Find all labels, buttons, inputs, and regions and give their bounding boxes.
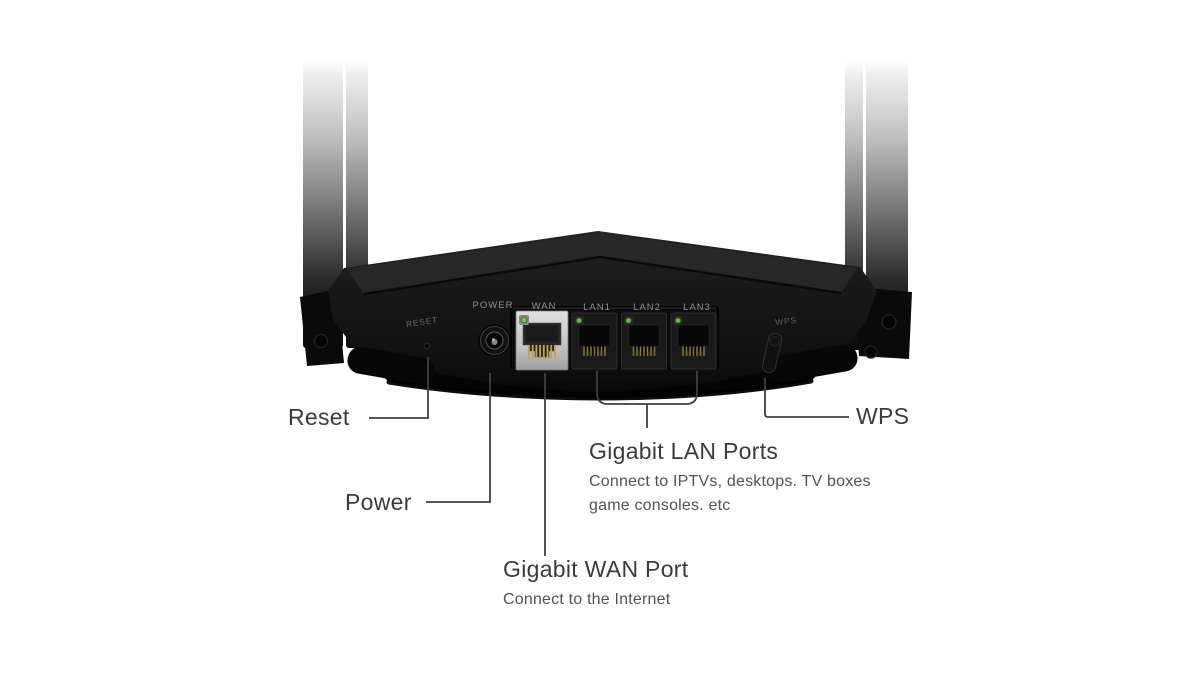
reset-connector-line [369,357,429,419]
wan-callout-desc: Connect to the Internet [503,591,671,608]
power-connector-line [426,373,491,503]
power-jack [478,324,511,357]
lan1-port [571,312,618,370]
panel-label-lan3: LAN3 [683,302,711,313]
wan-callout-title: Gigabit WAN Port [503,556,689,582]
reset-pinhole [423,342,431,350]
wps-callout-label: WPS [856,403,910,429]
wan-port [515,310,569,371]
lan-callout-desc-line1: Connect to IPTVs, desktops. TV boxes [589,473,871,490]
foot-right [768,344,858,383]
panel-label-wan: WAN [531,301,557,312]
foot-left [347,346,435,385]
wps-button [761,332,783,374]
wan-led-indicator [520,316,528,324]
power-callout-label: Power [345,489,412,515]
wps-connector-line [764,378,849,418]
panel-label-lan1: LAN1 [583,302,611,313]
reset-callout-label: Reset [288,404,350,430]
lan-callout-title: Gigabit LAN Ports [589,438,779,464]
lan3-port [670,312,717,370]
panel-label-power: POWER [472,300,514,311]
lan-callout-desc-line2: game consoles. etc [589,497,731,514]
lan2-port [620,312,668,370]
panel-label-lan2: LAN2 [633,302,661,313]
router-body [328,231,877,401]
